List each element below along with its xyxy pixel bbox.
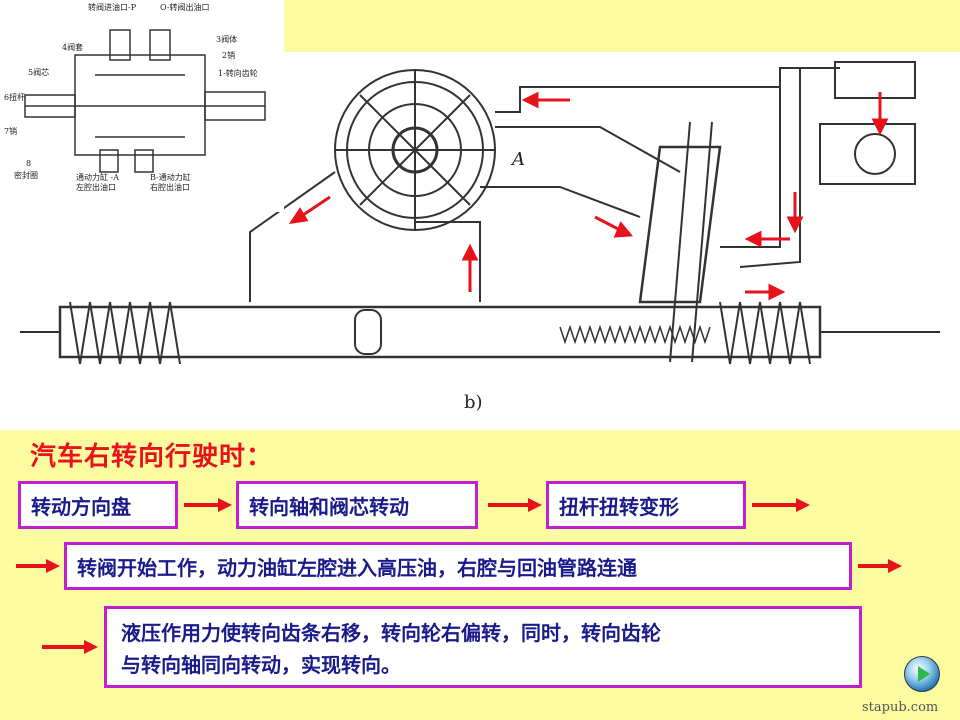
flow-step-torsion-bar: 扭杆扭转变形 <box>546 481 746 529</box>
label-pin-7: 7销 <box>4 126 17 136</box>
label-port-B-line2: 右腔出油口 <box>150 182 190 192</box>
arrow-right-icon <box>488 498 542 512</box>
result-line-1: 液压作用力使转向齿条右移，转向轮右偏转，同时，转向齿轮 <box>121 621 661 645</box>
label-seal: 密封圈 <box>14 170 38 180</box>
label-torsion-bar: 6扭杆 <box>4 92 25 102</box>
figure-label-b: b) <box>464 392 483 413</box>
diagram-svg: A b) <box>20 61 940 413</box>
arrow-right-icon <box>184 498 232 512</box>
label-inlet-P: 转阀进油口-P <box>88 2 137 12</box>
label-seal-number: 8 <box>26 159 31 168</box>
label-A: A <box>510 149 525 170</box>
inset-svg: 转阀进油口-P O-转阀出油口 3阀体 4阀套 2销 5阀芯 1-转向齿轮 6扭… <box>4 2 266 192</box>
label-valve-body: 3阀体 <box>216 34 237 44</box>
label-port-A-line2: 左腔出油口 <box>76 182 116 192</box>
slide-heading: 汽车右转向行驶时： <box>30 442 274 472</box>
flow-step-turn-wheel: 转动方向盘 <box>18 481 178 529</box>
play-button[interactable] <box>904 656 940 692</box>
result-line-2: 与转向轴同向转动，实现转向。 <box>121 653 401 677</box>
arrow-right-icon <box>16 559 60 573</box>
header-band <box>284 0 960 52</box>
watermark: stapub.com <box>862 700 939 715</box>
result-text: 液压作用力使转向齿条右移，转向轮右偏转，同时，转向齿轮 与转向轴同向转动，实现转… <box>121 617 661 681</box>
label-port-B-line1: B-通动力缸 <box>150 172 191 182</box>
arrow-right-icon <box>858 559 902 573</box>
label-valve-core: 5阀芯 <box>28 67 49 77</box>
label-port-A-line1: 通动力缸 -A <box>76 172 119 182</box>
flow-step-valve-works: 转阀开始工作，动力油缸左腔进入高压油，右腔与回油管路连通 <box>64 542 852 590</box>
rotary-valve-inset: 转阀进油口-P O-转阀出油口 3阀体 4阀套 2销 5阀芯 1-转向齿轮 6扭… <box>0 0 284 212</box>
label-steering-gear: 1-转向齿轮 <box>218 68 258 78</box>
flow-step-shaft-rotate: 转向轴和阀芯转动 <box>236 481 478 529</box>
label-outlet-O: O-转阀出油口 <box>160 2 210 12</box>
label-pin-2: 2销 <box>222 50 235 60</box>
flow-step-result: 液压作用力使转向齿条右移，转向轮右偏转，同时，转向齿轮 与转向轴同向转动，实现转… <box>104 606 862 688</box>
arrow-right-icon <box>42 640 98 654</box>
label-valve-housing: 4阀套 <box>62 42 83 52</box>
arrow-right-icon <box>752 498 810 512</box>
play-icon <box>918 666 930 682</box>
